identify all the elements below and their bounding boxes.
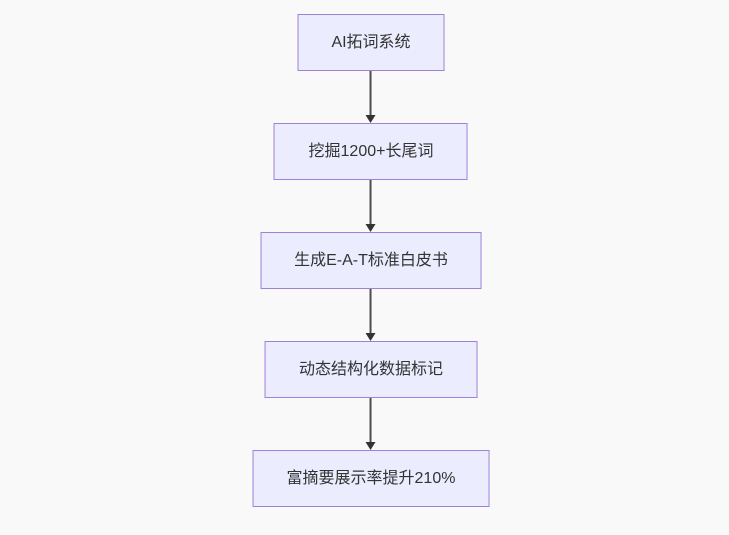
edge-a-to-b xyxy=(366,71,376,123)
node-dynamic-structured-data-markup: 动态结构化数据标记 xyxy=(264,341,478,398)
edge-line xyxy=(370,180,372,224)
node-rich-snippet-rate-increase: 富摘要展示率提升210% xyxy=(252,450,490,507)
arrowhead-down-icon xyxy=(366,333,376,341)
arrowhead-down-icon xyxy=(366,442,376,450)
node-ai-keyword-expansion-system: AI拓词系统 xyxy=(297,14,445,71)
edge-line xyxy=(370,289,372,333)
arrowhead-down-icon xyxy=(366,224,376,232)
edge-line xyxy=(370,71,372,115)
edge-line xyxy=(370,398,372,442)
node-eat-standard-whitepaper: 生成E-A-T标准白皮书 xyxy=(260,232,482,289)
node-longtail-keyword-mining: 挖掘1200+长尾词 xyxy=(274,123,468,180)
arrowhead-down-icon xyxy=(366,115,376,123)
edge-b-to-c xyxy=(366,180,376,232)
edge-d-to-e xyxy=(366,398,376,450)
flowchart: AI拓词系统 挖掘1200+长尾词 生成E-A-T标准白皮书 动态结构化数据标记… xyxy=(252,14,490,507)
edge-c-to-d xyxy=(366,289,376,341)
